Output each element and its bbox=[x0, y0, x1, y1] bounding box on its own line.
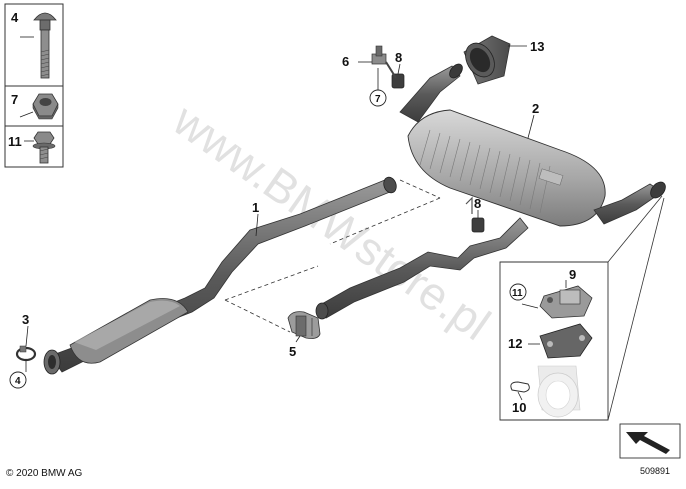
rear-muffler-part[interactable] bbox=[399, 62, 668, 227]
rubber-mount-top-part[interactable] bbox=[371, 45, 405, 89]
callout-3[interactable]: 3 bbox=[22, 312, 29, 327]
callout-5[interactable]: 5 bbox=[289, 344, 296, 359]
legend-number-7[interactable]: 7 bbox=[11, 92, 18, 107]
assembly-outline bbox=[224, 179, 441, 333]
circled-callout-11-label: 11 bbox=[512, 288, 523, 299]
detail-leader bbox=[607, 195, 663, 263]
carriage-bolt-icon bbox=[33, 12, 57, 79]
callout-12[interactable]: 12 bbox=[508, 336, 522, 351]
circled-callout-4-label: 4 bbox=[15, 376, 21, 387]
actuator-bracket-part[interactable] bbox=[539, 323, 593, 359]
exhaust-flap-actuator-part[interactable] bbox=[539, 285, 593, 319]
center-pipe-part[interactable] bbox=[315, 217, 529, 320]
circled-callout-7[interactable]: 7 bbox=[369, 89, 387, 107]
direction-indicator bbox=[619, 423, 681, 459]
legend-number-4[interactable]: 4 bbox=[11, 10, 19, 25]
front-pipe-part[interactable] bbox=[43, 175, 398, 375]
pipe-clamp-part[interactable] bbox=[287, 311, 321, 339]
tailpipe-trim-part[interactable] bbox=[460, 35, 511, 85]
circled-callout-4[interactable]: 4 bbox=[9, 371, 27, 389]
callout-13[interactable]: 13 bbox=[530, 39, 544, 54]
copyright-text: © 2020 BMW AG bbox=[6, 468, 83, 479]
callout-8-top[interactable]: 8 bbox=[395, 50, 402, 65]
legend-panel: 4 7 11 bbox=[4, 3, 64, 168]
legend-number-11[interactable]: 11 bbox=[8, 134, 22, 149]
flange-bolt-icon bbox=[32, 131, 56, 164]
circled-callout-7-label: 7 bbox=[375, 94, 381, 105]
diagram-id-text: 509891 bbox=[640, 466, 670, 476]
callout-1[interactable]: 1 bbox=[252, 200, 259, 215]
circled-callout-11[interactable]: 11 bbox=[509, 283, 527, 301]
hex-nut-icon bbox=[32, 93, 59, 120]
leader-lines bbox=[19, 36, 567, 401]
spring-clip-part[interactable] bbox=[510, 381, 530, 393]
detail-panel bbox=[499, 195, 665, 421]
callout-10[interactable]: 10 bbox=[512, 400, 526, 415]
ghost-outlet-pipe bbox=[537, 365, 581, 418]
direction-arrow-icon bbox=[626, 432, 670, 454]
detail-leader bbox=[607, 197, 665, 421]
muffler-ribs bbox=[419, 129, 551, 214]
callout-9[interactable]: 9 bbox=[569, 267, 576, 282]
callout-2[interactable]: 2 bbox=[532, 101, 539, 116]
clamp-ring-part[interactable] bbox=[15, 345, 37, 362]
callout-8-mid[interactable]: 8 bbox=[474, 196, 481, 211]
callout-6[interactable]: 6 bbox=[342, 54, 349, 69]
